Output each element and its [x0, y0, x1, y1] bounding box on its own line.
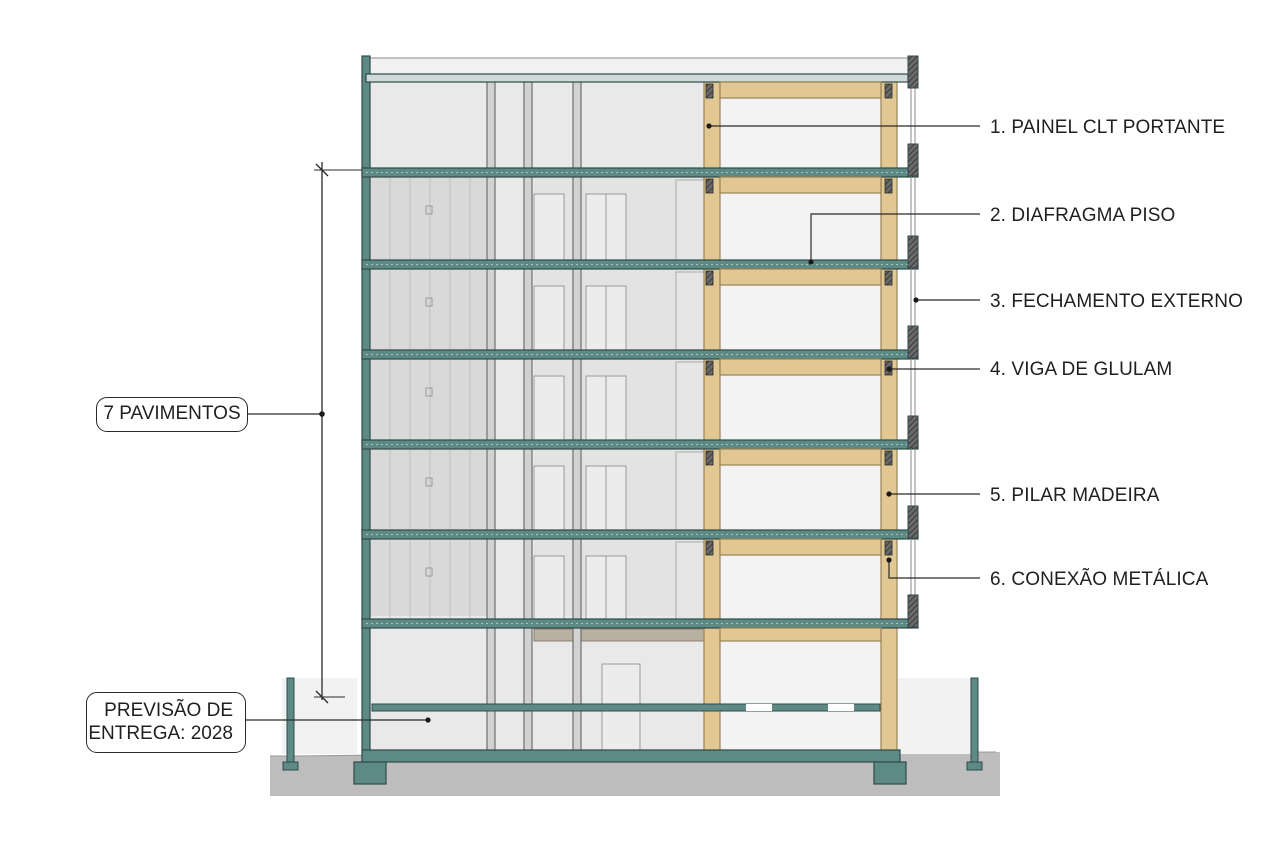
delivery-tag-line1: PREVISÃO DE — [104, 700, 233, 721]
floor-slab — [361, 529, 919, 540]
floors-tag: 7 PAVIMENTOS — [96, 397, 248, 432]
switch-box — [425, 567, 433, 577]
callout-label: 4. VIGA DE GLULAM — [990, 359, 1173, 380]
metal-connector — [884, 178, 893, 194]
external-cladding — [907, 55, 919, 628]
metal-connector — [705, 540, 714, 556]
metal-connector — [705, 83, 714, 99]
interior-post — [523, 79, 533, 753]
floor-slab — [361, 349, 919, 360]
facade-bracket — [907, 505, 919, 539]
glulam-beam — [719, 176, 882, 194]
interior-post — [572, 79, 582, 753]
floor-slab — [361, 259, 919, 270]
glulam-beam — [719, 268, 882, 286]
metal-connector — [884, 270, 893, 286]
lintel — [533, 628, 705, 642]
switch-box — [425, 297, 433, 307]
metal-connector — [705, 270, 714, 286]
floor-slab — [361, 439, 919, 450]
door — [533, 465, 565, 531]
metal-connector — [884, 540, 893, 556]
cabinet — [675, 451, 705, 531]
facade-bracket — [907, 325, 919, 359]
callout-label: 5. PILAR MADEIRA — [990, 485, 1160, 506]
door — [533, 193, 565, 261]
door — [533, 375, 565, 441]
facade-bracket — [907, 594, 919, 628]
metal-connector — [705, 450, 714, 466]
glulam-beam — [719, 448, 882, 466]
cabinet — [675, 541, 705, 620]
floors-dimension-line — [248, 162, 362, 704]
interior-post — [486, 79, 496, 753]
delivery-dot — [425, 717, 431, 723]
glulam-beam — [719, 538, 882, 556]
switch-box — [425, 477, 433, 487]
floor-slab — [361, 618, 919, 629]
floor-slab — [361, 167, 919, 178]
glulam-beam — [719, 81, 882, 99]
roof-slab — [365, 73, 909, 83]
switch-box — [425, 205, 433, 215]
site-fence — [282, 677, 983, 771]
delivery-tag: PREVISÃO DE ENTREGA: 2028 — [86, 692, 246, 753]
glulam-beam — [719, 627, 882, 642]
facade-bracket — [907, 235, 919, 269]
callout-label: 1. PAINEL CLT PORTANTE — [990, 117, 1226, 138]
left-wall — [361, 55, 371, 753]
delivery-tag-line2: ENTREGA: 2028 — [88, 723, 233, 744]
callout-dot — [706, 123, 712, 129]
foundation — [353, 703, 907, 785]
cabinet — [675, 179, 705, 261]
door — [533, 555, 565, 620]
callout-dot — [886, 557, 892, 563]
callout-label: 2. DIAFRAGMA PISO — [990, 205, 1176, 226]
cabinet — [675, 361, 705, 441]
interior-background — [366, 57, 913, 752]
callout-label: 3. FECHAMENTO EXTERNO — [990, 291, 1244, 312]
callout-dot — [886, 366, 892, 372]
callout-dot — [886, 491, 892, 497]
callout-label: 6. CONEXÃO METÁLICA — [990, 569, 1209, 590]
callout-dot — [913, 297, 919, 303]
facade-bracket — [907, 55, 919, 89]
floors-tag-label: 7 PAVIMENTOS — [103, 403, 241, 424]
metal-connector — [884, 83, 893, 99]
metal-connector — [705, 360, 714, 376]
glulam-beam — [719, 358, 882, 376]
facade-bracket — [907, 415, 919, 449]
callout-leader-lines — [246, 123, 980, 723]
switch-box — [425, 387, 433, 397]
cabinet — [675, 271, 705, 351]
callout-dot — [808, 259, 814, 265]
callout-leader — [810, 213, 980, 262]
door — [533, 285, 565, 351]
facade-bracket — [907, 143, 919, 177]
callout-leader — [888, 560, 980, 579]
metal-connector — [884, 450, 893, 466]
metal-connector — [705, 178, 714, 194]
